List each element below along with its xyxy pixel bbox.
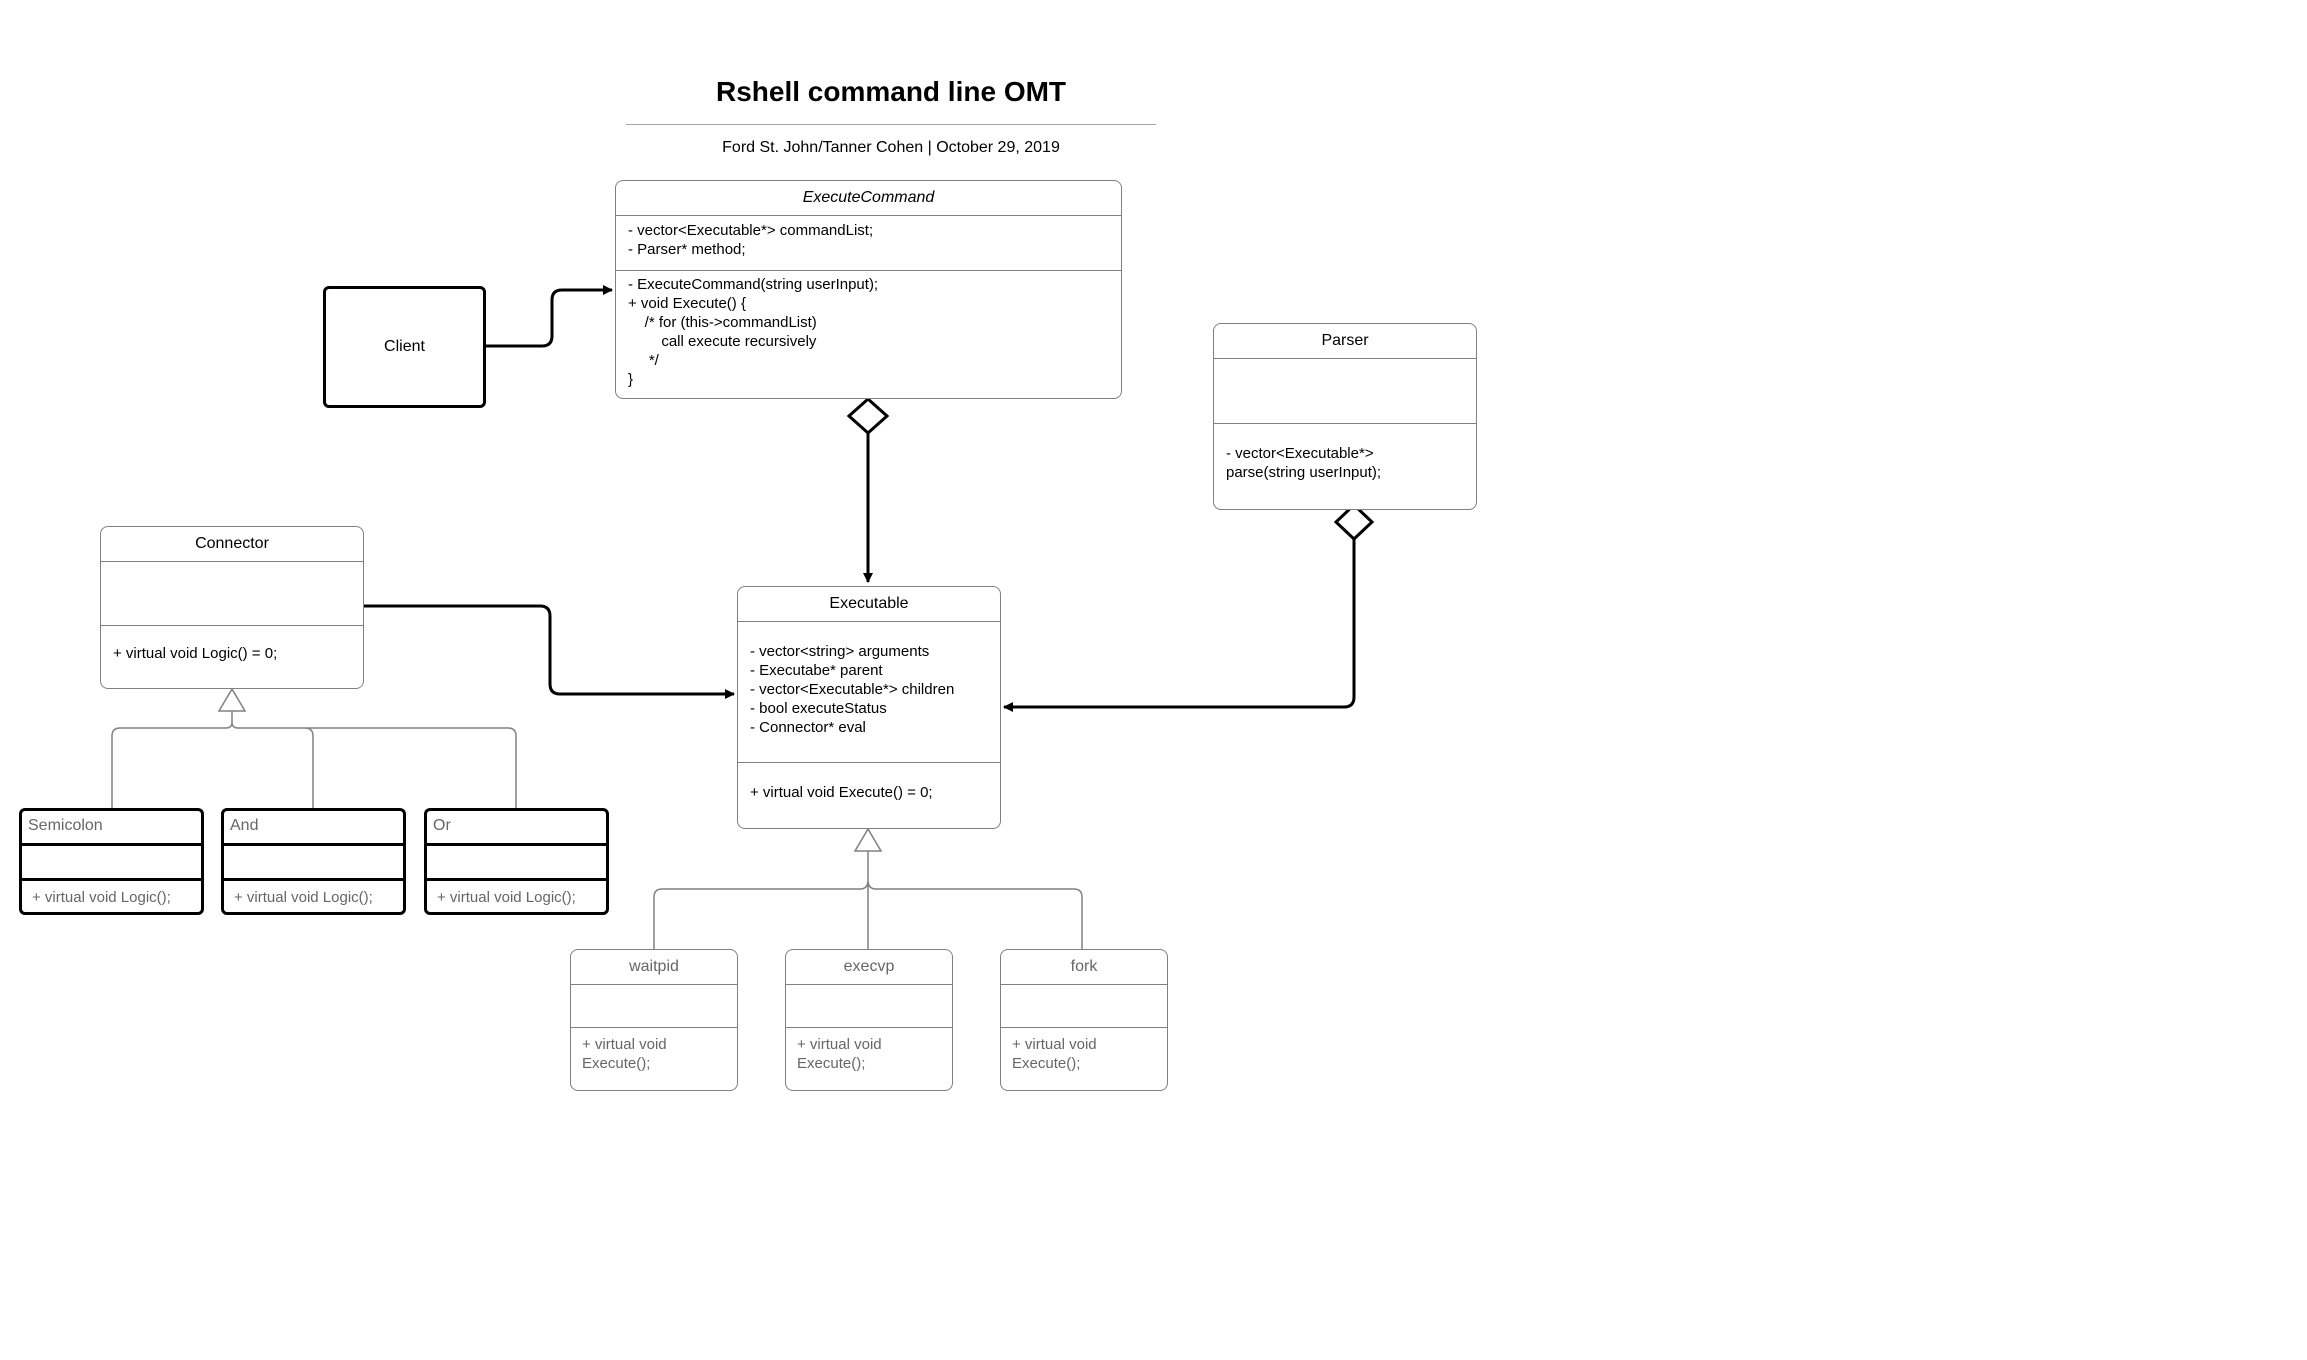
class-methods: + virtual void Execute() = 0; (750, 784, 933, 801)
class-methods: - vector<Executable*> parse(string userI… (1226, 445, 1382, 481)
class-methods: + virtual void Logic(); (437, 889, 576, 906)
class-waitpid[interactable]: waitpid + virtual void Execute(); (570, 949, 738, 1091)
class-methods: + virtual void Execute(); (1012, 1036, 1097, 1072)
diagram-subtitle: Ford St. John/Tanner Cohen | October 29,… (722, 139, 1060, 156)
class-attributes-empty (1214, 358, 1476, 424)
inheritance-lines-connector (111, 711, 517, 808)
inheritance-lines-executable (653, 851, 1083, 949)
class-executable[interactable]: Executable - vector<string> arguments - … (737, 586, 1001, 829)
class-methods: + virtual void Execute(); (797, 1036, 882, 1072)
class-name: waitpid (629, 958, 679, 975)
class-executecommand[interactable]: ExecuteCommand - vector<Executable*> com… (615, 180, 1122, 399)
class-attributes: - vector<string> arguments - Executabe* … (750, 643, 955, 736)
class-name: Connector (195, 535, 269, 552)
class-attributes-empty (224, 843, 403, 880)
class-name: Semicolon (28, 817, 103, 834)
class-and[interactable]: And + virtual void Logic(); (221, 808, 406, 915)
class-attributes-empty (22, 843, 201, 880)
class-fork[interactable]: fork + virtual void Execute(); (1000, 949, 1168, 1091)
class-attributes: - vector<Executable*> commandList; - Par… (628, 222, 874, 258)
class-name: execvp (843, 958, 895, 975)
class-execvp[interactable]: execvp + virtual void Execute(); (785, 949, 953, 1091)
class-attributes-empty (571, 984, 737, 1028)
class-methods: + virtual void Logic(); (32, 889, 171, 906)
class-name: Executable (829, 595, 909, 612)
class-attributes-empty (786, 984, 952, 1028)
aggregation-diamond-parser (1333, 502, 1375, 542)
class-semicolon[interactable]: Semicolon + virtual void Logic(); (19, 808, 204, 915)
aggregation-parser-executable (1003, 539, 1356, 712)
inheritance-triangle-executable (853, 827, 883, 852)
class-attributes-empty (427, 843, 606, 880)
class-methods: + virtual void Logic() = 0; (113, 645, 278, 662)
class-connector[interactable]: Connector + virtual void Logic() = 0; (100, 526, 364, 689)
aggregation-diamond-executecommand (846, 396, 890, 436)
class-name: And (230, 817, 259, 834)
class-methods: - ExecuteCommand(string userInput); + vo… (628, 276, 879, 388)
association-connector-executable (364, 604, 735, 699)
class-name: Parser (1321, 332, 1369, 349)
inheritance-triangle-connector (217, 687, 247, 712)
title-divider (626, 124, 1156, 125)
class-name: ExecuteCommand (802, 189, 935, 206)
diagram-title: Rshell command line OMT (715, 76, 1067, 107)
class-name: fork (1070, 958, 1098, 975)
class-or[interactable]: Or + virtual void Logic(); (424, 808, 609, 915)
class-methods: + virtual void Logic(); (234, 889, 373, 906)
class-name: Or (433, 817, 451, 834)
class-methods: + virtual void Execute(); (582, 1036, 667, 1072)
client-box[interactable]: Client (323, 286, 486, 408)
class-attributes-empty (101, 561, 363, 626)
class-parser[interactable]: Parser - vector<Executable*> parse(strin… (1213, 323, 1477, 510)
class-attributes-empty (1001, 984, 1167, 1028)
association-client-executecommand (486, 285, 613, 348)
client-label: Client (384, 338, 425, 355)
